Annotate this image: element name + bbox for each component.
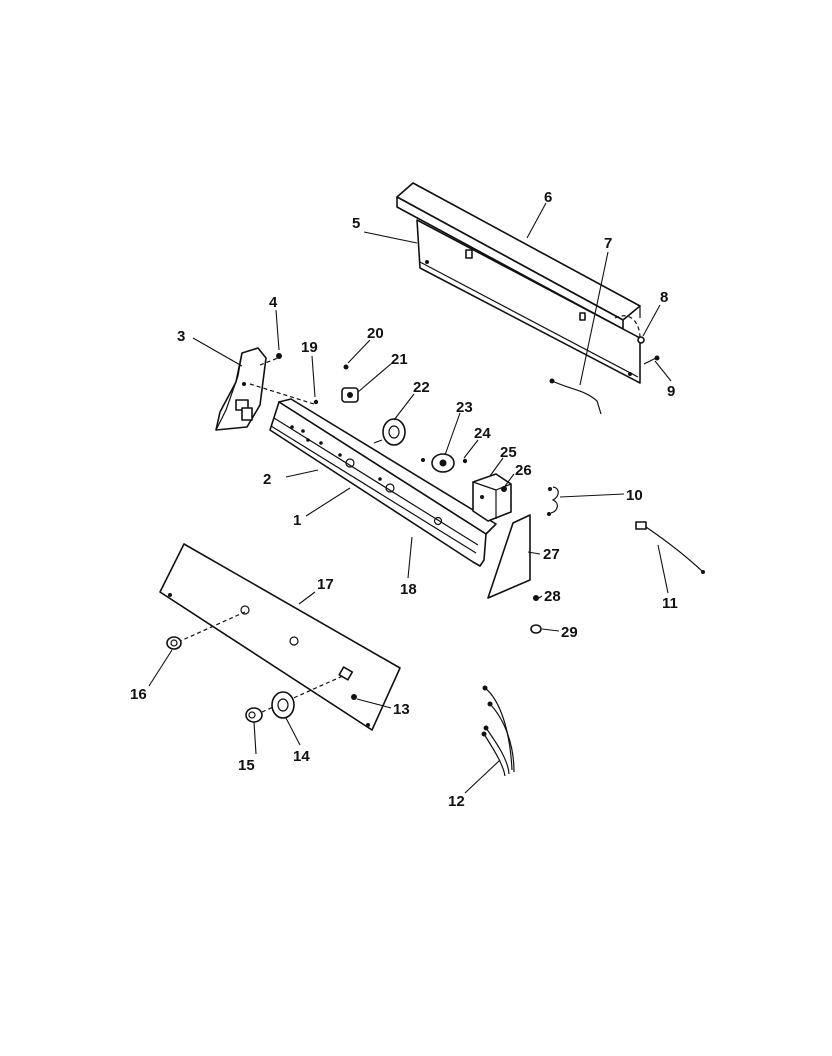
callout-20: 20: [367, 325, 384, 342]
callout-25: 25: [500, 444, 517, 461]
callout-17: 17: [317, 576, 334, 593]
part-20-screw: [343, 364, 349, 370]
callout-5: 5: [352, 215, 360, 232]
part-1-control-console: [269, 398, 497, 567]
part-10-wire-connector: [547, 486, 559, 516]
callout-13: 13: [393, 701, 410, 718]
part-5-back-panel: [416, 219, 641, 384]
callout-15: 15: [238, 757, 255, 774]
callout-27: 27: [543, 546, 560, 563]
part-27-end-cap: [487, 514, 531, 599]
part-21-switch: [341, 387, 359, 403]
callout-23: 23: [456, 399, 473, 416]
part-22-switch: [373, 418, 406, 446]
callout-24: 24: [474, 425, 491, 442]
callout-11: 11: [662, 595, 678, 612]
part-11-cord: [635, 521, 705, 574]
part-12-wire-harness: [481, 685, 515, 777]
part-28-screw: [533, 595, 539, 601]
callout-4: 4: [269, 294, 278, 311]
part-25-timer: [472, 473, 512, 522]
callout-28: 28: [544, 588, 561, 605]
part-7-wire: [551, 380, 602, 415]
part-8-screw: [637, 336, 645, 344]
callout-18: 18: [400, 581, 417, 598]
callout-29: 29: [561, 624, 578, 641]
callout-22: 22: [413, 379, 430, 396]
callout-26: 26: [515, 462, 532, 479]
part-4-screw: [276, 353, 282, 359]
part-3-end-bracket: [215, 347, 267, 431]
callout-12: 12: [448, 793, 465, 810]
callout-6: 6: [544, 189, 552, 206]
callout-8: 8: [660, 289, 668, 306]
part-15-knob: [245, 707, 263, 723]
callout-16: 16: [130, 686, 147, 703]
part-14-dial: [271, 691, 295, 719]
leader-lines: [148, 202, 672, 794]
callout-21: 21: [391, 351, 408, 368]
part-9-screw: [643, 355, 660, 365]
part-6-top-trim: [396, 182, 641, 330]
part-24-screw: [462, 458, 468, 464]
part-16-knob: [166, 636, 182, 650]
part-19-screw: [313, 399, 319, 405]
part-29-clip: [530, 624, 542, 634]
part-17-lower-panel: [159, 543, 401, 731]
callout-labels: 6 5 7 8 9 4 3 19 20 21 22 23 24 25 26 10…: [130, 189, 678, 810]
callout-1: 1: [293, 512, 301, 529]
part-23-switch: [431, 453, 455, 473]
callout-3: 3: [177, 328, 185, 345]
callout-10: 10: [626, 487, 643, 504]
callout-2: 2: [263, 471, 271, 488]
callout-9: 9: [667, 383, 675, 400]
callout-14: 14: [293, 748, 310, 765]
callout-19: 19: [301, 339, 318, 356]
callout-7: 7: [604, 235, 612, 252]
